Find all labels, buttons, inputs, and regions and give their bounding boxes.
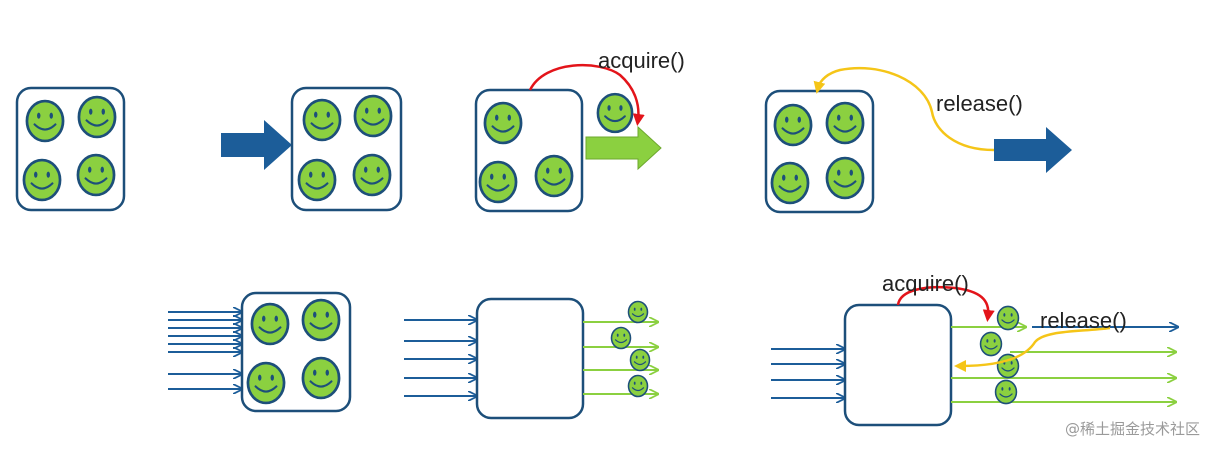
permit-face-icon bbox=[352, 153, 392, 197]
permit-face-icon bbox=[483, 101, 523, 145]
transition-arrow-icon bbox=[221, 120, 292, 170]
permit-face-icon bbox=[627, 374, 649, 398]
semaphore-box-bottom-cycle bbox=[843, 303, 953, 427]
permit-face-icon bbox=[596, 92, 634, 134]
permit-face-icon bbox=[825, 156, 865, 200]
permit-face-icon bbox=[25, 99, 65, 143]
permit-face-icon bbox=[770, 161, 810, 205]
permit-face-icon bbox=[301, 298, 341, 342]
release-label-bottom: release() bbox=[1040, 308, 1127, 333]
acquire-curve-arrow-bottom bbox=[896, 285, 995, 322]
semaphore-box-full-1 bbox=[15, 86, 126, 212]
thread-arrows-incoming-1 bbox=[168, 312, 242, 389]
release-curve-arrow bbox=[813, 66, 995, 152]
semaphore-box-bottom-empty bbox=[475, 297, 585, 420]
permit-face-icon bbox=[534, 154, 574, 198]
permit-face-icon bbox=[302, 98, 342, 142]
permit-face-icon bbox=[297, 158, 337, 202]
release-label-top: release() bbox=[936, 91, 1023, 116]
permit-face-icon bbox=[994, 379, 1018, 405]
thread-arrows-incoming-3 bbox=[771, 349, 845, 398]
acquire-label-bottom: acquire() bbox=[882, 271, 969, 296]
permit-face-icon bbox=[76, 153, 116, 197]
semaphore-box-bottom-full bbox=[240, 291, 352, 413]
thread-arrows-incoming-2 bbox=[404, 320, 477, 396]
permit-face-icon bbox=[246, 361, 286, 405]
release-curve-arrow-bottom bbox=[954, 326, 1111, 372]
permit-face-icon bbox=[250, 302, 290, 346]
acquire-arrow-icon bbox=[585, 125, 662, 171]
permit-face-icon bbox=[825, 101, 865, 145]
semaphore-box-full-2 bbox=[290, 86, 403, 212]
release-arrow-icon bbox=[994, 127, 1072, 173]
permit-face-icon bbox=[627, 300, 649, 324]
permit-face-icon bbox=[353, 94, 393, 138]
permit-face-icon bbox=[77, 95, 117, 139]
permit-face-icon bbox=[478, 160, 518, 204]
permit-face-icon bbox=[629, 348, 651, 372]
permit-face-icon bbox=[22, 158, 62, 202]
permit-face-icon bbox=[996, 353, 1020, 379]
permit-face-icon bbox=[610, 326, 632, 350]
permit-face-icon bbox=[979, 331, 1003, 357]
permit-face-icon bbox=[773, 103, 813, 147]
permit-face-icon bbox=[301, 356, 341, 400]
semaphore-box-acquire bbox=[474, 88, 584, 213]
permit-face-icon bbox=[996, 305, 1020, 331]
acquire-label-top: acquire() bbox=[598, 48, 685, 73]
acquire-curve-arrow bbox=[528, 64, 645, 126]
watermark-text: @稀土掘金技术社区 bbox=[1065, 420, 1200, 438]
